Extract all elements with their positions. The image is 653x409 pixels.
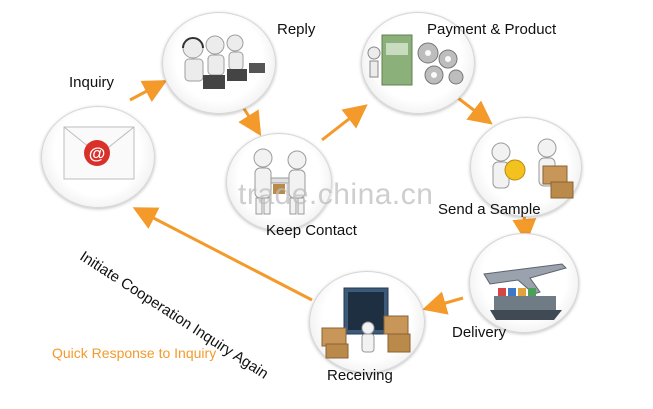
watermark-text: trade.china.cn [238, 178, 434, 211]
sample-box-icon [491, 138, 574, 199]
arrow-keep-contact-to-payment [321, 104, 368, 142]
node-inquiry-circle: @ [41, 106, 155, 208]
label-reply: Reply [277, 21, 316, 38]
label-inquiry: Inquiry [69, 74, 115, 91]
email-envelope-icon: @ [63, 126, 135, 180]
arrow-inquiry-to-reply [129, 80, 168, 103]
label-delivery: Delivery [452, 324, 507, 341]
arrow-payment-to-sample [457, 96, 493, 125]
node-delivery-circle [469, 233, 579, 333]
money-gears-icon [367, 34, 464, 86]
container-boxes-icon [321, 287, 411, 359]
node-payment-circle [361, 12, 475, 114]
airplane-ship-icon [483, 263, 567, 320]
svg-text:@: @ [89, 144, 106, 163]
call-center-icon [182, 34, 265, 89]
arrow-delivery-to-receiving [422, 291, 464, 315]
label-payment: Payment & Product [427, 21, 557, 38]
label-sample: Send a Sample [438, 201, 541, 218]
node-sample-circle [470, 117, 582, 217]
node-keep-contact-circle [226, 133, 332, 231]
label-keep-contact: Keep Contact [266, 222, 357, 239]
arrow-receiving-to-inquiry [132, 207, 313, 302]
node-receiving-circle [309, 271, 425, 373]
handshake-figures-icon [253, 148, 307, 215]
arrow-reply-to-keep-contact [238, 106, 262, 137]
label-receiving: Receiving [327, 367, 393, 384]
node-reply-circle [162, 12, 276, 114]
footer-caption: Quick Response to Inquiry [52, 345, 217, 361]
